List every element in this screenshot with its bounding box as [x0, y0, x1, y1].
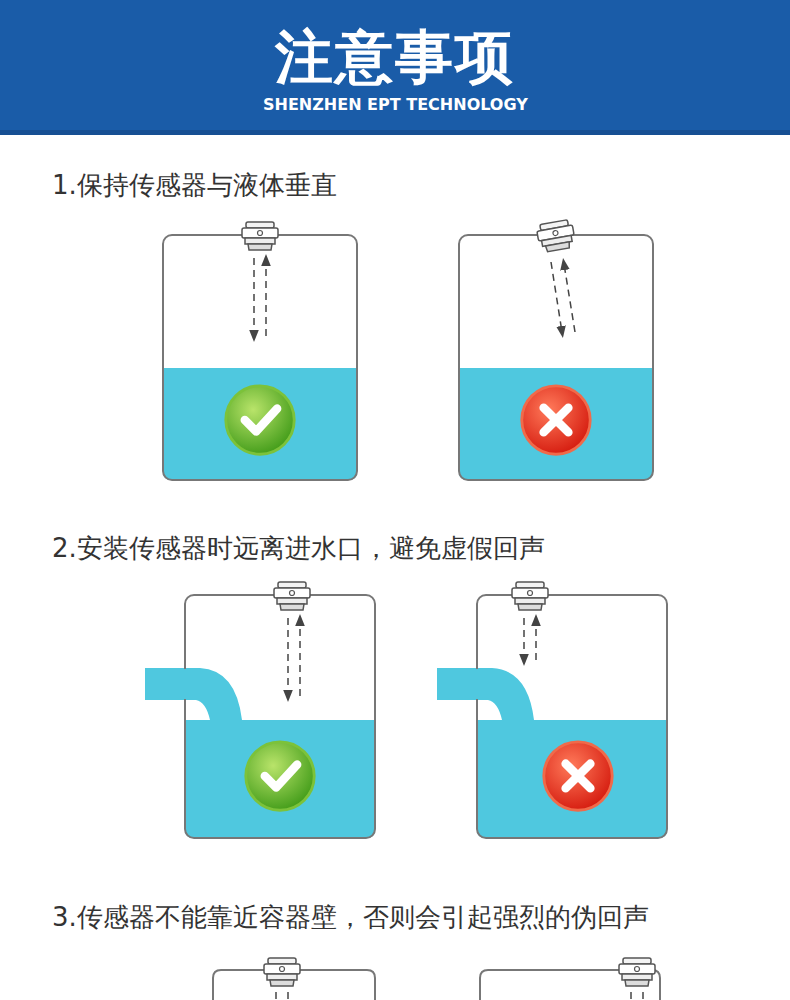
section-heading: 2.安装传感器时远离进水口，避免虚假回声	[52, 531, 545, 565]
tank-wrong-1	[459, 219, 653, 480]
page-title: 注意事项	[275, 22, 515, 92]
header-band	[0, 0, 790, 135]
tank-correct-2	[145, 582, 375, 838]
section-heading: 1.保持传感器与液体垂直	[52, 168, 337, 202]
section-heading: 3.传感器不能靠近容器壁，否则会引起强烈的伪回声	[52, 900, 649, 934]
tank-3	[213, 958, 660, 1000]
tank-wrong-2	[437, 582, 667, 838]
subtitle: SHENZHEN EPT TECHNOLOGY	[263, 95, 528, 115]
tank-correct-1	[163, 222, 357, 480]
header-edge	[0, 130, 790, 135]
